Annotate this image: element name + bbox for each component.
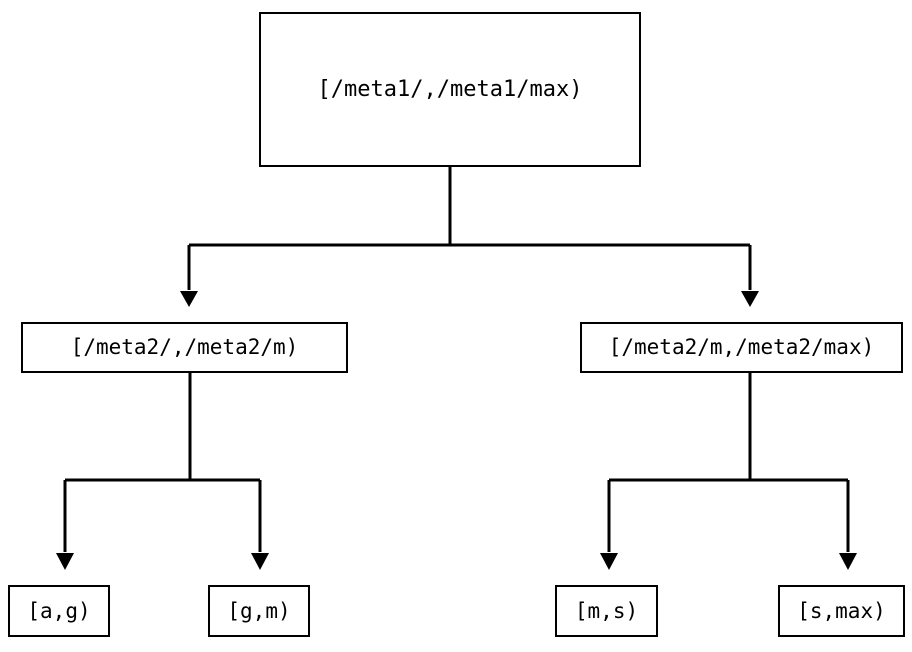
tree-leaf-a-g[interactable]: [a,g) (8, 585, 110, 637)
tree-leaf-s-max[interactable]: [s,max) (778, 585, 905, 637)
tree-leaf-g-m[interactable]: [g,m) (208, 585, 310, 637)
arrowhead-icon-right-leaf2 (600, 553, 618, 570)
arrowhead-icon-left-leaf1 (251, 553, 269, 570)
tree-node-level2-right-label: [/meta2/m,/meta2/max) (608, 335, 875, 359)
tree-leaf-m-s-label: [m,s) (574, 598, 639, 623)
tree-leaf-g-m-label: [g,m) (227, 598, 291, 623)
tree-node-level2-right[interactable]: [/meta2/m,/meta2/max) (580, 322, 903, 373)
arrowhead-icon-left-leaf0 (56, 553, 74, 570)
tree-leaf-a-g-label: [a,g) (27, 598, 91, 623)
arrowhead-icon-root-left (180, 291, 198, 307)
tree-node-level2-left[interactable]: [/meta2/,/meta2/m) (21, 322, 348, 373)
tree-leaf-s-max-label: [s,max) (797, 598, 886, 623)
tree-node-level2-left-label: [/meta2/,/meta2/m) (70, 335, 299, 359)
tree-node-root-label: [/meta1/,/meta1/max) (317, 76, 583, 102)
tree-leaf-m-s[interactable]: [m,s) (555, 585, 658, 637)
arrowhead-icon-root-right (741, 291, 759, 307)
arrowhead-icon-right-leaf3 (839, 553, 857, 570)
tree-node-root[interactable]: [/meta1/,/meta1/max) (259, 12, 641, 167)
